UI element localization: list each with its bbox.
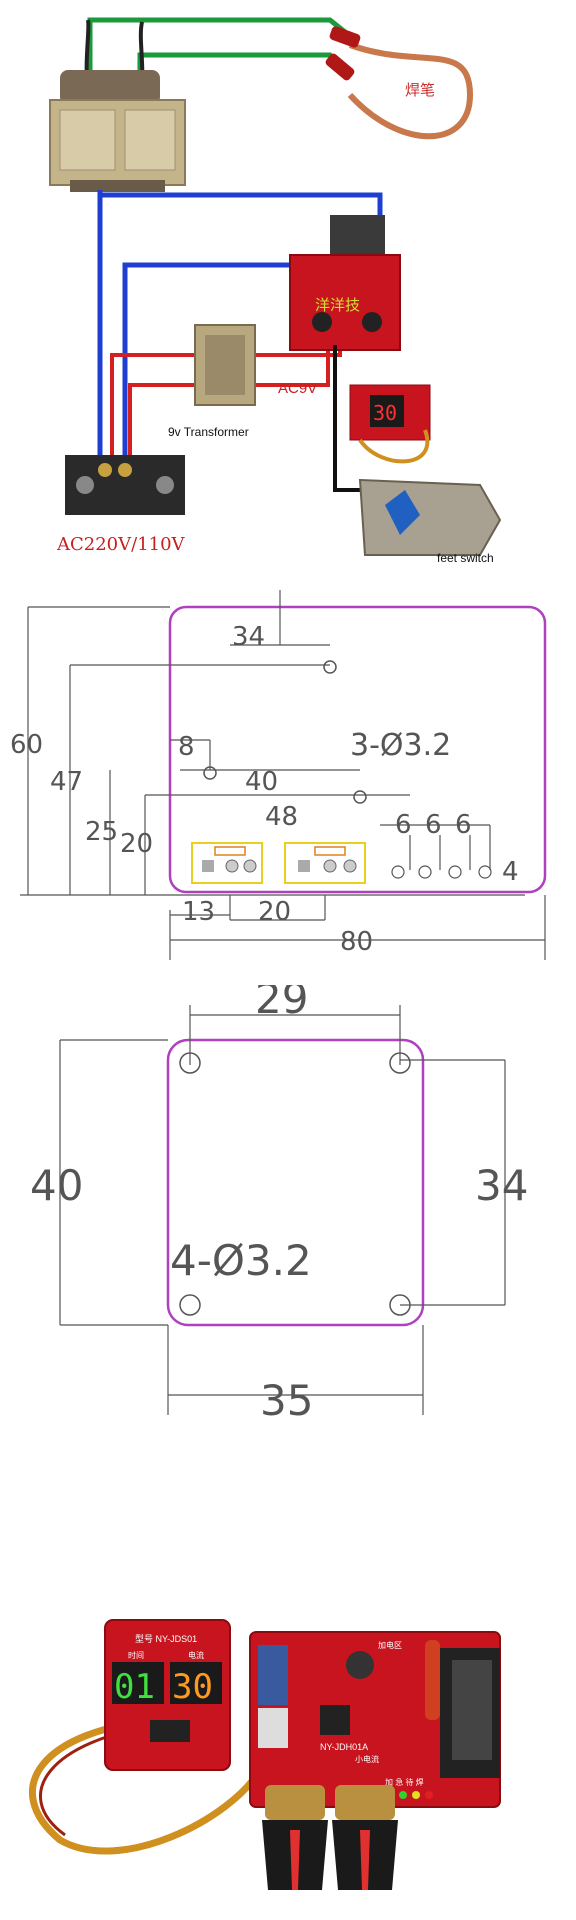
photo-display-time: 时间 [128,1650,144,1660]
transformer-label: 9v Transformer [168,425,249,439]
dim-13: 13 [182,897,215,927]
photo-digits-right: 30 [172,1667,213,1707]
product-photo: 型号 NY-JDS01 时间 电流 01 30 加电区 NY-JDH01A 小电… [0,1590,576,1920]
display-ribbon-cable [358,429,430,464]
wiring-diagram-svg: 焊笔 洋洋技 AC9V 9v Transformer 30 [49,17,502,565]
main-holes-label: 3-Ø3.2 [350,728,451,763]
main-transformer [49,70,186,192]
feet-switch-label: feet switch [437,551,494,565]
photo-digits-left: 01 [114,1667,155,1707]
main-pin-row [391,835,492,879]
display-board-outline [166,1038,425,1327]
photo-main-mode: 小电流 [355,1754,379,1764]
ac9v-label: AC9V [278,380,317,397]
mains-terminal-block [65,455,185,515]
main-board-dimension-drawing: 60 47 25 20 34 8 40 48 6 6 6 4 13 20 80 … [0,585,576,960]
wiring-diagram: 焊笔 洋洋技 AC9V 9v Transformer 30 [0,0,576,580]
dim-8: 8 [178,732,195,762]
weld-pen-tip-2 [325,53,355,81]
photo-knob-left [262,1785,328,1890]
dim-6c: 6 [455,810,472,840]
main-mounting-holes [203,660,367,804]
display-holes-label: 4-Ø3.2 [170,1236,312,1285]
dim-4: 4 [502,857,519,887]
display-dimension-lines [59,1005,506,1415]
dim-40: 40 [245,767,278,797]
dim-20-bottom: 20 [258,897,291,927]
weld-pen-cable [347,42,474,140]
dim-48: 48 [265,802,298,832]
weld-pen-label: 焊笔 [405,82,435,99]
photo-main-model: NY-JDH01A [320,1742,368,1752]
dim-6a: 6 [395,810,412,840]
main-control-board: 洋洋技 [289,215,401,351]
photo-main-board: 加电区 NY-JDH01A 小电流 加 急 待 焊 [249,1631,501,1808]
mains-label: AC220V/110V [56,534,186,555]
photo-ribbon-cable [29,1716,263,1855]
main-board-drawing-svg: 60 47 25 20 34 8 40 48 6 6 6 4 13 20 80 … [10,590,547,960]
foot-switch [358,478,502,556]
display-board-dimension-drawing: 29 40 34 35 4-Ø3.2 [0,985,576,1425]
dim-35: 35 [260,1376,313,1425]
dim-80: 80 [340,927,373,957]
dim-60: 60 [10,730,43,760]
weld-pen-tip-1 [329,26,361,48]
photo-display-current: 电流 [188,1650,204,1660]
nine-volt-transformer [194,324,256,406]
dim-34-display: 34 [475,1161,528,1210]
dim-40-display: 40 [30,1161,83,1210]
photo-main-zone: 加电区 [378,1640,402,1650]
dim-29: 29 [255,985,308,1023]
main-board-outline [168,605,547,894]
photo-led-labels: 加 急 待 焊 [385,1777,424,1787]
main-connectors [191,842,366,884]
dim-20-left: 20 [120,829,153,859]
photo-display-model: 型号 NY-JDS01 [135,1634,197,1644]
board-overlay-text: 洋洋技 [315,296,360,314]
display-mounting-holes [179,1052,411,1316]
display-board-drawing-svg: 29 40 34 35 4-Ø3.2 [30,985,528,1425]
dim-25: 25 [85,817,118,847]
dim-6b: 6 [425,810,442,840]
photo-display-board: 型号 NY-JDS01 时间 电流 01 30 [104,1619,231,1771]
dim-47: 47 [50,767,83,797]
product-photo-svg: 型号 NY-JDS01 时间 电流 01 30 加电区 NY-JDH01A 小电… [29,1619,501,1890]
dim-34: 34 [232,622,265,652]
photo-knob-right [332,1785,398,1890]
wiring-display-digits: 30 [373,401,397,425]
small-display-board: 30 [349,384,431,441]
